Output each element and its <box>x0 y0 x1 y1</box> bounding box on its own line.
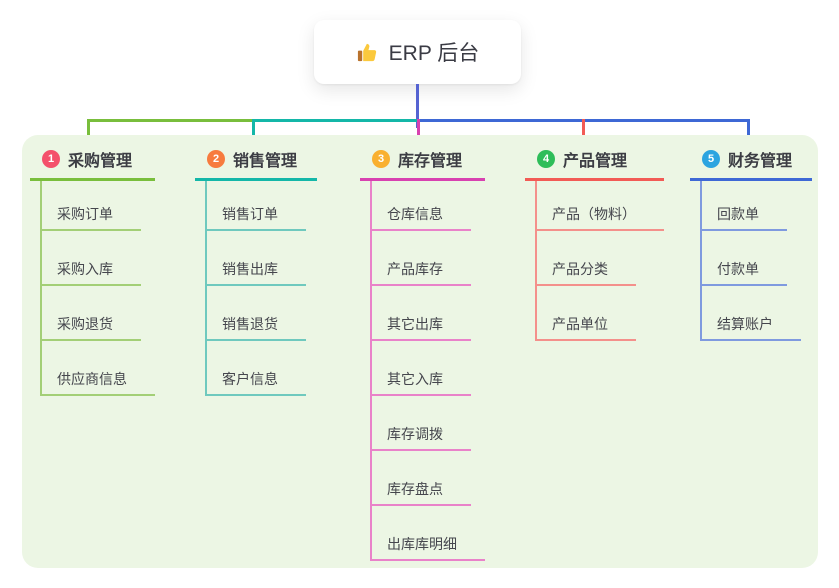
child-node-row: 产品单位 <box>537 286 664 341</box>
child-node[interactable]: 结算账户 <box>702 314 801 341</box>
child-node[interactable]: 供应商信息 <box>42 369 155 396</box>
branch-children: 仓库信息产品库存其它出库其它入库库存调拨库存盘点出库库明细 <box>370 181 485 561</box>
child-node-row: 仓库信息 <box>372 181 485 231</box>
child-node-row: 销售订单 <box>207 181 317 231</box>
child-node-row: 结算账户 <box>702 286 812 341</box>
child-node[interactable]: 销售退货 <box>207 314 306 341</box>
child-node[interactable]: 回款单 <box>702 204 787 231</box>
branch-number-badge: 5 <box>702 150 720 168</box>
child-node[interactable]: 产品单位 <box>537 314 636 341</box>
child-node[interactable]: 销售出库 <box>207 259 306 286</box>
branch-title-label: 财务管理 <box>728 153 793 170</box>
branch-drop-line <box>747 119 750 146</box>
child-node-row: 出库库明细 <box>372 506 485 561</box>
child-node-row: 采购订单 <box>42 181 155 231</box>
root-node-erp[interactable]: ERP 后台 <box>314 20 521 84</box>
child-node[interactable]: 付款单 <box>702 259 787 286</box>
child-node-row: 客户信息 <box>207 341 317 396</box>
branch-children: 回款单付款单结算账户 <box>700 181 812 341</box>
branch-5: 5 财务管理回款单付款单结算账户 <box>690 147 812 341</box>
branch-bus-line <box>252 119 418 122</box>
child-node[interactable]: 采购入库 <box>42 259 141 286</box>
branch-children: 产品（物料） 产品分类产品单位 <box>535 181 664 341</box>
branch-4: 4 产品管理产品（物料） 产品分类产品单位 <box>525 147 664 341</box>
child-node-row: 产品库存 <box>372 231 485 286</box>
branch-number-badge: 4 <box>537 150 555 168</box>
child-node-row: 供应商信息 <box>42 341 155 396</box>
branch-drop-line <box>252 119 255 146</box>
child-node-row: 其它出库 <box>372 286 485 341</box>
child-node-row: 付款单 <box>702 231 812 286</box>
branch-children: 销售订单销售出库销售退货客户信息 <box>205 181 317 396</box>
root-title: ERP 后台 <box>388 42 480 65</box>
child-node[interactable]: 其它入库 <box>372 369 471 396</box>
child-node-row: 产品分类 <box>537 231 664 286</box>
branch-title-label: 库存管理 <box>398 153 463 170</box>
child-node[interactable]: 其它出库 <box>372 314 471 341</box>
branch-title-label: 采购管理 <box>68 153 133 170</box>
branch-title-node[interactable]: 1 采购管理 <box>30 147 155 181</box>
child-node[interactable]: 库存调拨 <box>372 424 471 451</box>
child-node-row: 库存盘点 <box>372 451 485 506</box>
child-node-row: 产品（物料） <box>537 181 664 231</box>
branch-title-label: 产品管理 <box>563 153 628 170</box>
branches-panel <box>22 135 818 568</box>
branch-title-node[interactable]: 3 库存管理 <box>360 147 485 181</box>
branch-title-node[interactable]: 5 财务管理 <box>690 147 812 181</box>
child-node[interactable]: 销售订单 <box>207 204 306 231</box>
child-node[interactable]: 库存盘点 <box>372 479 471 506</box>
child-node-row: 采购入库 <box>42 231 155 286</box>
child-node[interactable]: 产品（物料） <box>537 204 664 231</box>
child-node[interactable]: 客户信息 <box>207 369 306 396</box>
child-node[interactable]: 产品分类 <box>537 259 636 286</box>
thumbs-up-icon <box>357 43 376 61</box>
child-node-row: 库存调拨 <box>372 396 485 451</box>
branch-bus-line <box>87 119 254 122</box>
branch-3: 3 库存管理仓库信息产品库存其它出库其它入库库存调拨库存盘点出库库明细 <box>360 147 485 561</box>
child-node-row: 销售出库 <box>207 231 317 286</box>
child-node[interactable]: 采购订单 <box>42 204 141 231</box>
branch-title-node[interactable]: 2 销售管理 <box>195 147 317 181</box>
branch-title-node[interactable]: 4 产品管理 <box>525 147 664 181</box>
child-node-row: 采购退货 <box>42 286 155 341</box>
child-node-row: 回款单 <box>702 181 812 231</box>
child-node-row: 销售退货 <box>207 286 317 341</box>
branch-2: 2 销售管理销售订单销售出库销售退货客户信息 <box>195 147 317 396</box>
child-node[interactable]: 产品库存 <box>372 259 471 286</box>
branch-number-badge: 3 <box>372 150 390 168</box>
branch-title-label: 销售管理 <box>233 153 298 170</box>
child-node-row: 其它入库 <box>372 341 485 396</box>
branch-1: 1 采购管理采购订单采购入库采购退货供应商信息 <box>30 147 155 396</box>
child-node[interactable]: 仓库信息 <box>372 204 471 231</box>
branch-number-badge: 2 <box>207 150 225 168</box>
branch-drop-line <box>87 119 90 146</box>
branch-number-badge: 1 <box>42 150 60 168</box>
child-node[interactable]: 采购退货 <box>42 314 141 341</box>
branch-children: 采购订单采购入库采购退货供应商信息 <box>40 181 155 396</box>
root-stem-line <box>416 84 419 128</box>
branch-drop-line <box>417 119 420 146</box>
child-node[interactable]: 出库库明细 <box>372 534 485 561</box>
branch-drop-line <box>582 119 585 146</box>
